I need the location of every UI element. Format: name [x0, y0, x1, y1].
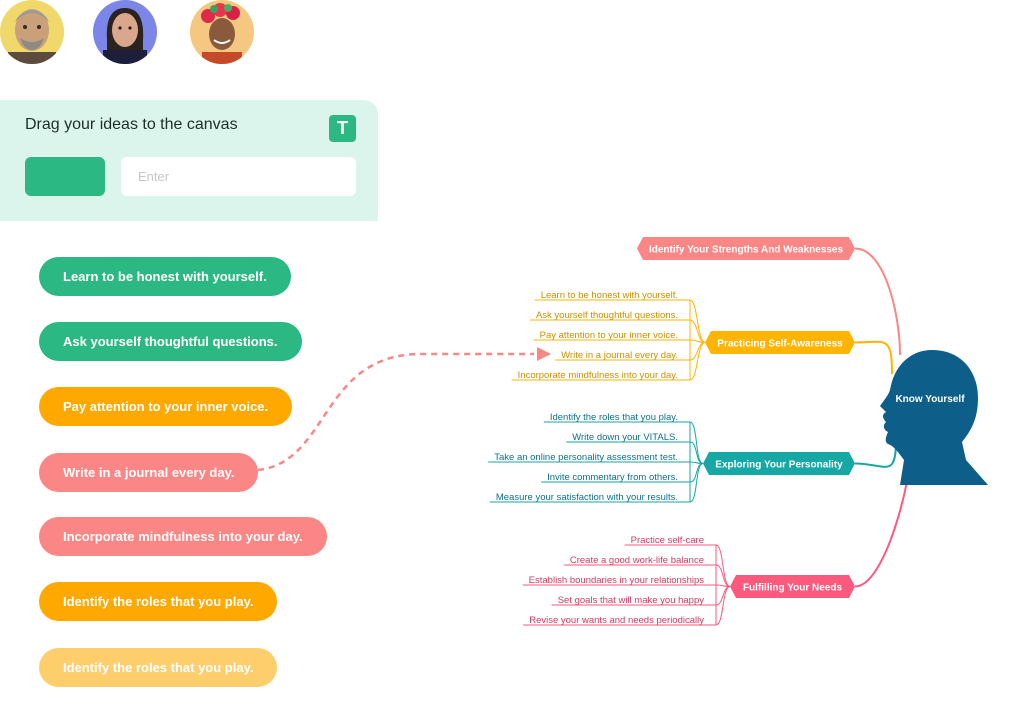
- drag-arrow-icon: [537, 347, 551, 361]
- subtopic-connector: [689, 441, 704, 464]
- branch-label: Fulfilling Your Needs: [743, 583, 843, 594]
- subtopic-label[interactable]: Pay attention to your inner voice.: [540, 330, 678, 341]
- panel-title: Drag your ideas to the canvas: [25, 116, 238, 133]
- subtopic-connector: [689, 342, 706, 361]
- mindmap-connectors: [257, 247, 913, 626]
- text-tool-icon[interactable]: T: [329, 115, 356, 142]
- idea-pill[interactable]: Pay attention to your inner voice.: [39, 387, 293, 426]
- avatar-woman-flowers-image: [190, 0, 254, 64]
- branch-node[interactable]: [637, 237, 855, 260]
- idea-input[interactable]: [121, 157, 356, 196]
- subtopic-label[interactable]: Write in a journal every day.: [561, 350, 678, 361]
- subtopic-label[interactable]: Learn to be honest with yourself.: [541, 290, 678, 301]
- idea-pill[interactable]: Identify the roles that you play.: [39, 582, 278, 621]
- avatar-woman-image: [93, 0, 157, 64]
- branch-node[interactable]: [703, 452, 855, 475]
- subtopic-connector: [715, 564, 731, 587]
- subtopic-connector: [689, 421, 704, 464]
- subtopic-label[interactable]: Measure your satisfaction with your resu…: [496, 492, 678, 503]
- subtopic-connector: [715, 586, 731, 606]
- idea-pill[interactable]: Incorporate mindfulness into your day.: [39, 517, 327, 556]
- drag-link-dashed: [257, 352, 534, 472]
- mindmap-nodes: Know Yourself Identify Your Strengths And…: [494, 237, 988, 626]
- subtopic-connector: [689, 342, 706, 381]
- branch-connector: [854, 340, 893, 375]
- branch-node[interactable]: [730, 575, 855, 598]
- branch-connector: [854, 439, 913, 588]
- subtopic-label[interactable]: Practice self-care: [631, 535, 704, 546]
- branch-node[interactable]: [705, 331, 855, 354]
- add-idea-button[interactable]: [25, 157, 105, 196]
- branch-connector: [854, 247, 901, 356]
- subtopic-connector: [715, 544, 731, 587]
- subtopic-label[interactable]: Take an online personality assessment te…: [494, 452, 678, 463]
- branch-label: Identify Your Strengths And Weaknesses: [649, 245, 844, 256]
- subtopic-connector: [689, 299, 706, 343]
- idea-pill-dragging[interactable]: Write in a journal every day.: [39, 453, 259, 492]
- subtopic-label[interactable]: Create a good work-life balance: [570, 555, 704, 566]
- subtopic-label[interactable]: Establish boundaries in your relationshi…: [529, 575, 705, 586]
- subtopic-label[interactable]: Identify the roles that you play.: [550, 412, 678, 423]
- subtopic-label[interactable]: Set goals that will make you happy: [558, 595, 705, 606]
- subtopic-label[interactable]: Ask yourself thoughtful questions.: [536, 310, 678, 321]
- branch-connector: [854, 439, 897, 468]
- subtopic-connector: [689, 319, 706, 343]
- avatar-elderly-man-image: [0, 0, 64, 64]
- idea-pill[interactable]: Learn to be honest with yourself.: [39, 257, 291, 296]
- subtopic-label[interactable]: Incorporate mindfulness into your day.: [518, 370, 678, 381]
- avatar-woman[interactable]: [93, 0, 157, 64]
- subtopic-label[interactable]: Revise your wants and needs periodically: [529, 615, 704, 626]
- idea-pill-ghost[interactable]: Identify the roles that you play.: [39, 648, 278, 687]
- know-yourself-head-icon[interactable]: [880, 350, 988, 485]
- branch-label: Exploring Your Personality: [715, 460, 843, 471]
- avatar-elderly-man[interactable]: [0, 0, 64, 64]
- avatar-woman-flowers[interactable]: [190, 0, 254, 64]
- idea-input-panel: Drag your ideas to the canvas T: [0, 100, 378, 221]
- branch-label: Practicing Self-Awareness: [717, 339, 843, 350]
- subtopic-label[interactable]: Write down your VITALS.: [572, 432, 678, 443]
- center-topic-label: Know Yourself: [895, 394, 965, 405]
- subtopic-connector: [715, 586, 731, 626]
- idea-pill[interactable]: Ask yourself thoughtful questions.: [39, 322, 302, 361]
- subtopic-connector: [689, 463, 704, 503]
- subtopic-label[interactable]: Invite commentary from others.: [547, 472, 678, 483]
